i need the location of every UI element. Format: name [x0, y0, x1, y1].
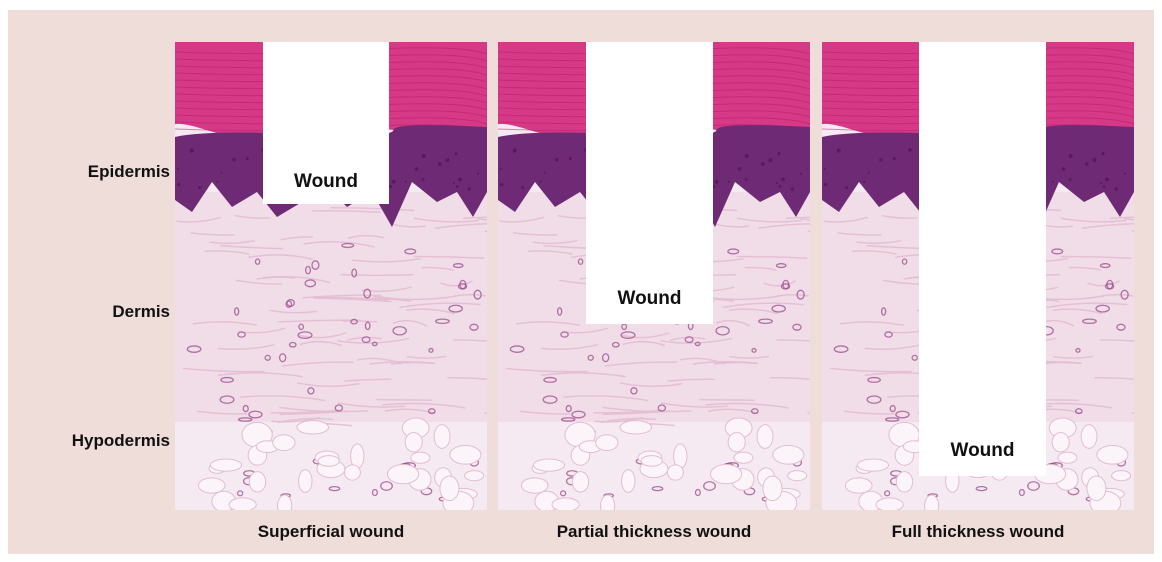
label-hypodermis: Hypodermis [10, 431, 170, 451]
wound-cutout: Wound [263, 42, 389, 204]
panel-partial-thickness-wound: Wound [498, 42, 810, 510]
wound-cutout: Wound [586, 42, 713, 324]
caption-superficial-wound: Superficial wound [175, 522, 487, 542]
wound-label: Wound [263, 171, 389, 193]
label-dermis: Dermis [10, 302, 170, 322]
panel-full-thickness-wound: Wound [822, 42, 1134, 510]
wound-label: Wound [919, 440, 1046, 462]
label-epidermis: Epidermis [10, 162, 170, 182]
wound-cutout: Wound [919, 42, 1046, 476]
wound-label: Wound [586, 288, 713, 310]
panel-superficial-wound: Wound [175, 42, 487, 510]
caption-full-thickness-wound: Full thickness wound [822, 522, 1134, 542]
caption-partial-thickness-wound: Partial thickness wound [498, 522, 810, 542]
